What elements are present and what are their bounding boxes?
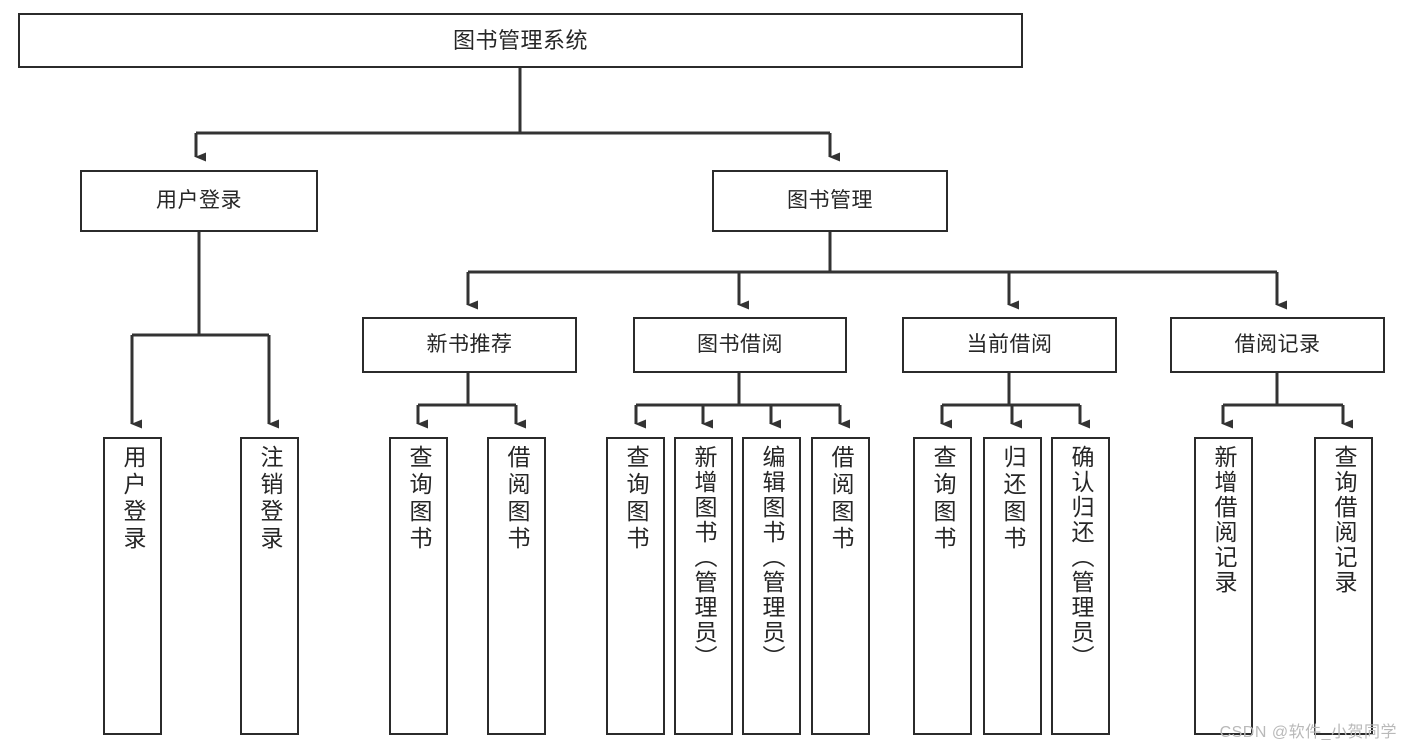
node-book-management[interactable]: 图书管理 [712, 170, 948, 232]
node-label: 新书推荐 [426, 332, 513, 356]
node-label: 新增借阅记录 [1211, 445, 1237, 595]
leaf-borrow-edit-book-admin[interactable]: 编辑图书（管理员） [742, 437, 801, 735]
node-label: 图书借阅 [697, 332, 783, 356]
node-label: 借阅记录 [1234, 332, 1321, 356]
node-new-book-recommend[interactable]: 新书推荐 [362, 317, 577, 373]
node-label: 注销登录 [257, 445, 283, 553]
node-label: 新增图书（管理员） [691, 445, 717, 670]
node-label: 归还图书 [1000, 445, 1026, 553]
leaf-record-add-record[interactable]: 新增借阅记录 [1194, 437, 1253, 735]
node-label: 当前借阅 [966, 332, 1053, 356]
node-label: 图书管理系统 [452, 27, 588, 53]
leaf-current-query-book[interactable]: 查询图书 [913, 437, 972, 735]
leaf-borrow-borrow-book[interactable]: 借阅图书 [811, 437, 870, 735]
node-user-login[interactable]: 用户登录 [80, 170, 318, 232]
leaf-borrow-query-book[interactable]: 查询图书 [606, 437, 665, 735]
node-label: 图书管理 [787, 188, 873, 212]
node-label: 用户登录 [156, 188, 242, 212]
node-label: 确认归还（管理员） [1068, 445, 1094, 670]
leaf-recommend-borrow-book[interactable]: 借阅图书 [487, 437, 546, 735]
node-label: 查询图书 [623, 445, 649, 553]
node-label: 查询借阅记录 [1331, 445, 1357, 595]
leaf-borrow-add-book-admin[interactable]: 新增图书（管理员） [674, 437, 733, 735]
node-label: 查询图书 [930, 445, 956, 553]
leaf-user-login-logout[interactable]: 注销登录 [240, 437, 299, 735]
node-label: 借阅图书 [828, 445, 854, 553]
leaf-current-return-book[interactable]: 归还图书 [983, 437, 1042, 735]
node-root-system[interactable]: 图书管理系统 [18, 13, 1023, 68]
watermark-text: CSDN @软件_小贺同学 [1219, 724, 1397, 741]
node-book-borrow[interactable]: 图书借阅 [633, 317, 847, 373]
leaf-recommend-query-book[interactable]: 查询图书 [389, 437, 448, 735]
node-label: 编辑图书（管理员） [759, 445, 785, 670]
node-current-borrow[interactable]: 当前借阅 [902, 317, 1117, 373]
node-borrow-record[interactable]: 借阅记录 [1170, 317, 1385, 373]
node-label: 查询图书 [406, 445, 432, 553]
node-label: 借阅图书 [504, 445, 530, 553]
leaf-current-confirm-return-admin[interactable]: 确认归还（管理员） [1051, 437, 1110, 735]
leaf-user-login-login[interactable]: 用户登录 [103, 437, 162, 735]
node-label: 用户登录 [120, 445, 146, 553]
leaf-record-query-record[interactable]: 查询借阅记录 [1314, 437, 1373, 735]
